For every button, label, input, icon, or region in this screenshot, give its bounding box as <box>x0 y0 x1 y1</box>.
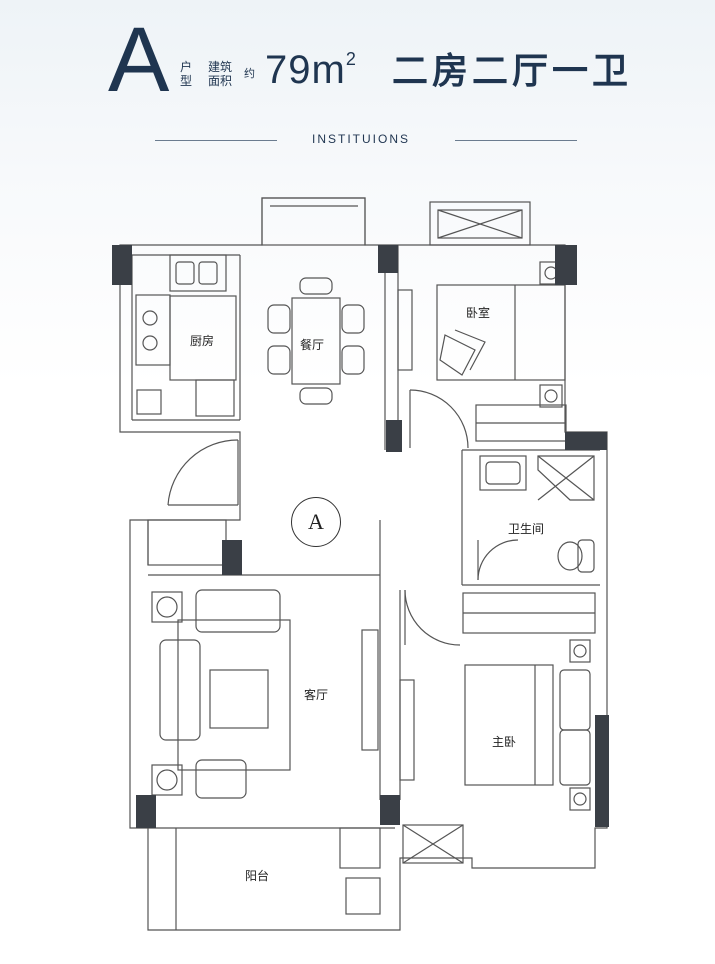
coffee-table <box>209 669 269 729</box>
unit-type-label: 户 型 <box>180 60 192 88</box>
room-dining: 餐厅 <box>300 338 325 352</box>
bedroom-bed <box>436 284 566 381</box>
sofa-top <box>195 589 281 633</box>
area-number: 79m <box>265 48 346 92</box>
subtitle-line-right <box>455 140 577 141</box>
wall-blocks <box>112 245 609 828</box>
unit-marker: A <box>291 497 341 547</box>
kitchen-sink <box>169 254 227 292</box>
room-living: 客厅 <box>304 688 329 702</box>
room-balcony: 阳台 <box>245 869 270 883</box>
area-label: 建筑 面积 <box>208 60 236 88</box>
kitchen-stove <box>135 294 171 366</box>
unit-letter: A <box>108 9 170 111</box>
room-bedroom: 卧室 <box>466 306 491 320</box>
tv-cabinet <box>361 629 379 751</box>
approx-label: 约 <box>244 67 255 80</box>
subtitle: INSTITUIONS <box>312 132 411 146</box>
type-char-2: 型 <box>180 74 193 88</box>
shower-area <box>537 455 595 501</box>
armchair <box>195 759 247 799</box>
room-kitchen: 厨房 <box>190 334 215 348</box>
area-label-line1: 建筑 <box>208 60 233 74</box>
type-char-1: 户 <box>180 60 193 74</box>
dining-bay-window <box>261 197 366 246</box>
bathroom-sink <box>479 455 527 491</box>
header: A 户 型 建筑 面积 约 79m2 二房二厅一卫 INSTITUIONS <box>0 0 715 160</box>
bedroom-window-box <box>429 201 531 246</box>
toilet <box>577 539 595 573</box>
room-bathroom: 卫生间 <box>508 522 545 536</box>
master-bed <box>464 664 554 786</box>
layout-name: 二房二厅一卫 <box>392 51 633 92</box>
area-value: 79m2 <box>265 50 357 90</box>
sofa-left <box>159 639 201 741</box>
living-rug <box>177 619 291 771</box>
area-unit-sup: 2 <box>345 49 357 69</box>
room-master-bedroom: 主卧 <box>492 735 517 749</box>
dining-table <box>291 297 341 385</box>
subtitle-line-left <box>155 140 277 141</box>
area-label-line2: 面积 <box>208 74 233 88</box>
